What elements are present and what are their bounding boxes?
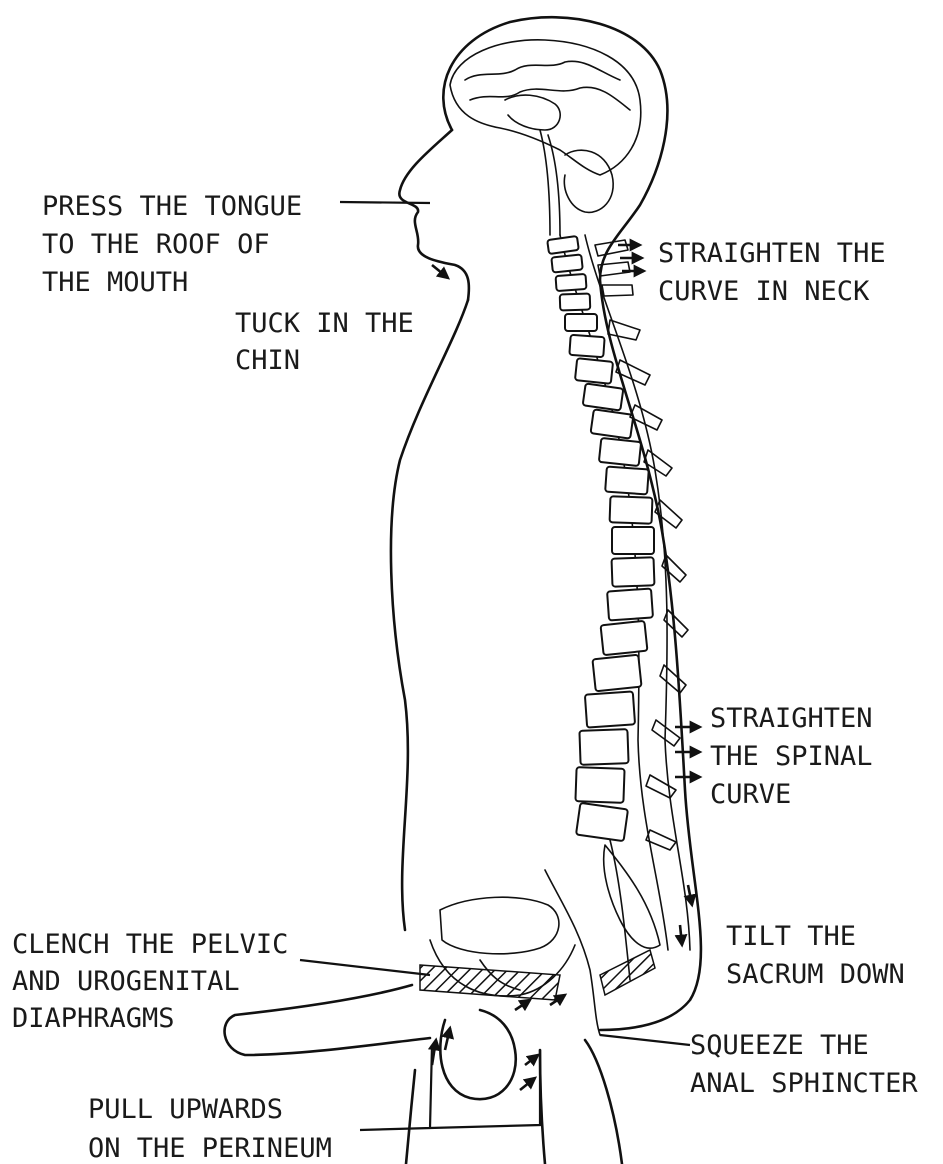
label-anal-line2: ANAL SPHINCTER — [690, 1068, 918, 1099]
label-spine-line3: CURVE — [710, 779, 791, 810]
leader-pelvic — [300, 960, 430, 975]
label-sacrum-line1: TILT THE — [726, 921, 856, 952]
sacrum-arrow-1 — [688, 885, 692, 905]
label-perineum-line2: ON THE PERINEUM — [88, 1133, 332, 1164]
perineum-arrow-3 — [515, 1000, 530, 1010]
brain — [450, 40, 641, 235]
label-neck-line1: STRAIGHTEN THE — [658, 238, 886, 269]
perineum-arrow-6 — [525, 1055, 538, 1065]
label-neck-line2: CURVE IN NECK — [658, 276, 870, 307]
label-pelvic-line1: CLENCH THE PELVIC — [12, 929, 288, 960]
leader-perineum — [360, 1045, 540, 1130]
label-pelvic-line3: DIAPHRAGMS — [12, 1003, 175, 1034]
sacrum-arrow-2 — [680, 925, 682, 945]
label-perineum-line1: PULL UPWARDS — [88, 1094, 283, 1125]
label-chin-line2: CHIN — [235, 345, 300, 376]
label-anal-line1: SQUEEZE THE — [690, 1030, 869, 1061]
label-pelvic-line2: AND UROGENITAL — [12, 966, 240, 997]
label-spine-line2: THE SPINAL — [710, 741, 873, 772]
label-tongue-line1: PRESS THE TONGUE — [42, 191, 302, 222]
diaphragm-hatching — [420, 950, 655, 1000]
spine — [547, 235, 690, 950]
sacrum — [604, 845, 660, 948]
perineum-arrow-2 — [445, 1028, 450, 1050]
label-tongue-line3: THE MOUTH — [42, 267, 188, 298]
leader-anal — [600, 1035, 690, 1045]
label-sacrum-line2: SACRUM DOWN — [726, 959, 905, 990]
label-spine-line1: STRAIGHTEN — [710, 703, 873, 734]
labels: PRESS THE TONGUE TO THE ROOF OF THE MOUT… — [12, 191, 918, 1164]
perineum-arrow-5 — [520, 1078, 535, 1090]
label-chin-line1: TUCK IN THE — [235, 308, 414, 339]
chin-arrow — [432, 265, 448, 278]
leader-tongue — [340, 202, 430, 203]
label-tongue-line2: TO THE ROOF OF — [42, 229, 270, 260]
